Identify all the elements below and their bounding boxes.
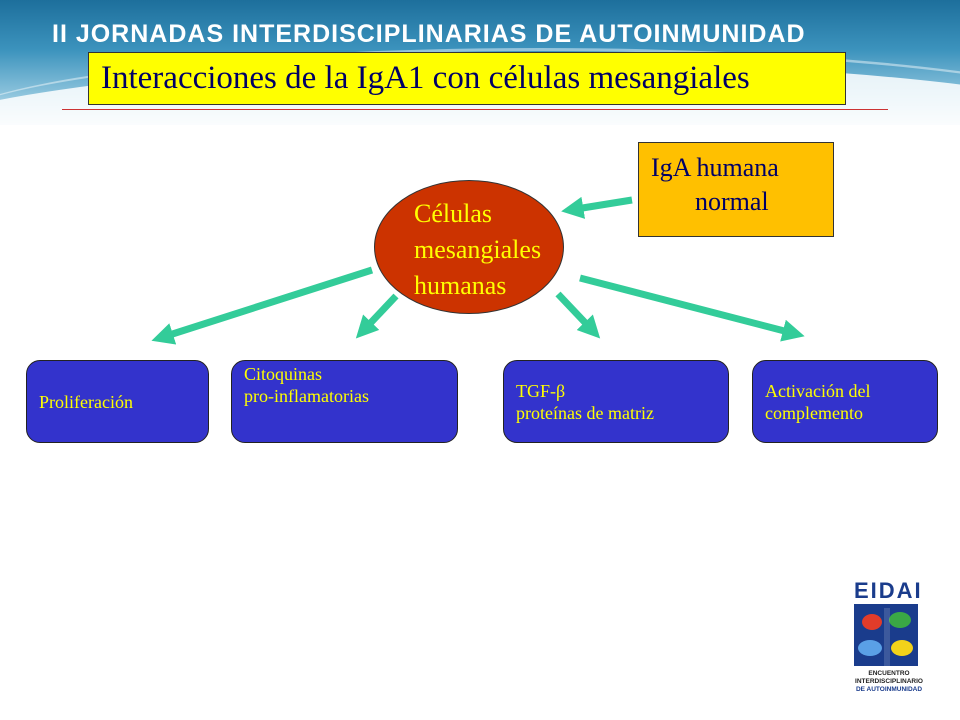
mesangial-line-3: humanas	[414, 271, 507, 300]
logo-sub-line-2: INTERDISCIPLINARIO	[855, 678, 923, 685]
iga-label-line-1: IgA humana	[651, 153, 779, 182]
outcome-complemento: Activación del complemento	[752, 360, 938, 443]
mesangial-cells-node	[374, 180, 564, 314]
arrow-to-citoquinas	[355, 293, 399, 339]
logo-sub-line-3: DE AUTOINMUNIDAD	[855, 686, 923, 693]
logo-hands-icon	[854, 604, 918, 666]
arrow-to-complemento	[579, 274, 805, 342]
outcome-proliferacion: Proliferación	[26, 360, 209, 443]
outcome-tgf-beta: TGF-β proteínas de matriz	[503, 360, 729, 443]
iga-source-node: IgA humana normal	[638, 142, 834, 237]
conference-title: II JORNADAS INTERDISCIPLINARIAS DE AUTOI…	[52, 20, 806, 48]
iga-label-line-2: normal	[695, 187, 769, 216]
logo-wordmark: EIDAI	[854, 578, 923, 603]
outcome-label: Proliferación	[39, 391, 133, 412]
eidai-logo: EIDAI ENCUENTRO INTERDISCIPLINARIO DE AU…	[840, 578, 932, 698]
outcome-label: Citoquinas pro-inflamatorias	[244, 364, 369, 406]
outcome-label: Activación del complemento	[765, 380, 871, 423]
arrow-to-tgf	[555, 291, 601, 339]
mesangial-cells-label: Células mesangiales humanas	[414, 196, 541, 304]
outcome-citoquinas: Citoquinas pro-inflamatorias	[231, 360, 458, 443]
outcome-label: TGF-β proteínas de matriz	[516, 380, 654, 423]
mesangial-line-2: mesangiales	[414, 235, 542, 264]
mesangial-line-1: Células	[414, 199, 492, 228]
title-divider	[62, 109, 888, 110]
arrow-to-proliferacion	[151, 266, 374, 345]
slide-title-box: Interacciones de la IgA1 con células mes…	[88, 52, 846, 105]
banner-swoosh-line	[0, 48, 960, 125]
logo-sub-line-1: ENCUENTRO	[868, 670, 910, 677]
slide-title: Interacciones de la IgA1 con células mes…	[101, 60, 750, 96]
arrow-iga-to-cells	[561, 196, 633, 219]
